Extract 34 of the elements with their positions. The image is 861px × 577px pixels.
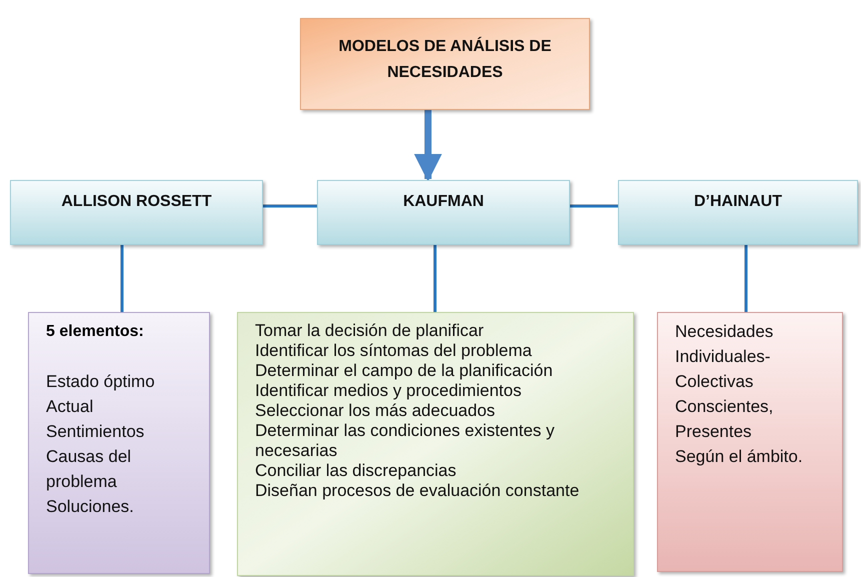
list-item: Necesidades Individuales- Colectivas: [675, 321, 774, 393]
connector-line: [263, 204, 317, 208]
heading-text: MODELOS DE ANÁLISIS DE NECESIDADES: [338, 36, 552, 83]
list-item: Causas del problema: [46, 446, 132, 493]
list-item: Estado óptimo: [46, 371, 156, 393]
list-item: Determinar el campo de la planificación: [255, 361, 554, 381]
list-box: [28, 312, 210, 574]
heading-text: KAUFMAN: [403, 192, 484, 212]
list-box: [657, 312, 843, 572]
list-item: Identificar los síntomas del problema: [255, 341, 533, 361]
list-item: Actual: [46, 396, 94, 418]
list-item: Diseñan procesos de evaluación constante: [255, 481, 580, 501]
title-box: [300, 18, 590, 110]
list-item: Determinar las condiciones existentes y necesarias: [255, 421, 556, 461]
heading-text: ALLISON ROSSETT: [61, 192, 212, 212]
list-box: [237, 312, 634, 576]
model-box: [10, 180, 263, 245]
connector-line: [570, 204, 618, 208]
list-item: Identificar medios y procedimientos: [255, 381, 522, 401]
heading-text: D’HAINAUT: [694, 192, 782, 212]
connector-line: [120, 245, 124, 312]
list-item: Sentimientos: [46, 421, 146, 443]
list-item: Soluciones.: [46, 496, 135, 518]
connector-line: [744, 245, 748, 312]
model-box: [317, 180, 570, 245]
list-item: Conscientes, Presentes: [675, 396, 774, 443]
list-item: Tomar la decisión de planificar: [255, 321, 485, 341]
list-item: Seleccionar los más adecuados: [255, 401, 496, 421]
connector-line: [434, 245, 436, 312]
list-item: Conciliar las discrepancias: [255, 461, 458, 481]
model-box: [618, 180, 858, 245]
arrow: [414, 110, 442, 182]
list-heading: 5 elementos:: [46, 322, 145, 342]
list-item: Según el ámbito.: [675, 446, 804, 468]
